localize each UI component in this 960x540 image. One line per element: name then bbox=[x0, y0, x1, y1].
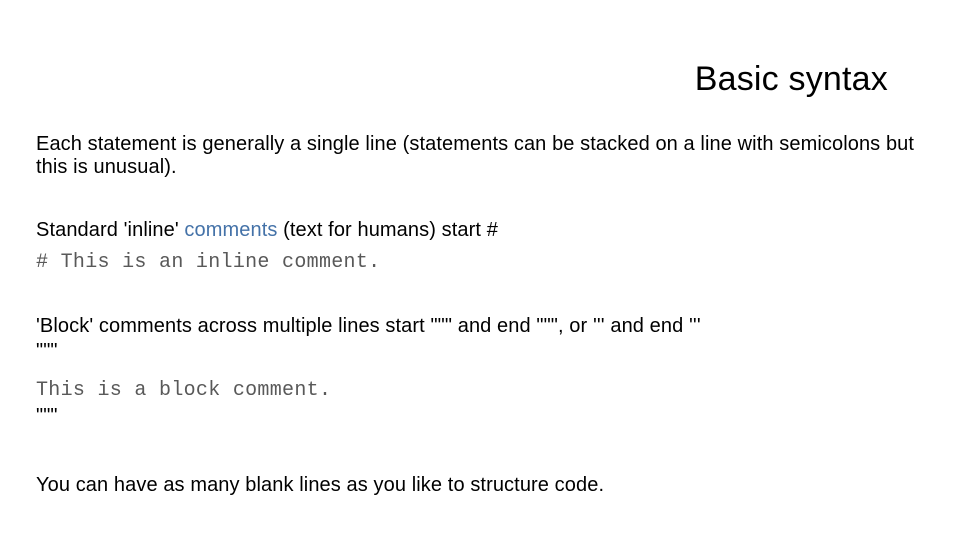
paragraph-inline-comments: Standard 'inline' comments (text for hum… bbox=[36, 219, 926, 242]
code-block-comment: This is a block comment. bbox=[36, 379, 332, 402]
paragraph-block-comments: 'Block' comments across multiple lines s… bbox=[36, 315, 701, 337]
page-title: Basic syntax bbox=[694, 60, 888, 98]
code-inline-comment: # This is an inline comment. bbox=[36, 251, 381, 274]
inline-comment-text-before: Standard 'inline' bbox=[36, 219, 185, 241]
paragraph-statements: Each statement is generally a single lin… bbox=[36, 133, 915, 178]
block-quote-close: """ bbox=[36, 405, 58, 427]
paragraph-blank-lines: You can have as many blank lines as you … bbox=[36, 474, 605, 496]
block-quote-open: """ bbox=[36, 340, 58, 362]
inline-comment-text-after: (text for humans) start # bbox=[277, 219, 498, 241]
comments-keyword: comments bbox=[184, 219, 278, 241]
